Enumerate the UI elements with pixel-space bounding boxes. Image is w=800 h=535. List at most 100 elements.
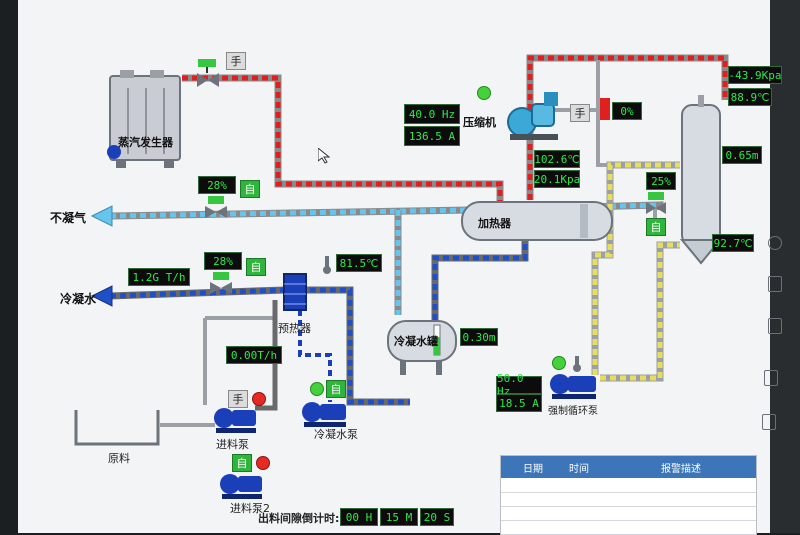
pump-icon: [302, 402, 346, 427]
separator-pressure-display: -43.9Kpa: [728, 66, 782, 84]
feed-valve-open-display: 25%: [646, 172, 676, 190]
condensate-pipe: [90, 240, 529, 411]
compressor-status-lamp: [477, 86, 491, 100]
vent-valve-actuator[interactable]: [600, 98, 610, 120]
circ-pump-current-display: 18.5 A: [496, 394, 542, 412]
steam-valve-mode-manual[interactable]: 手: [226, 52, 246, 70]
feed-pump-mode-manual[interactable]: 手: [228, 390, 248, 408]
countdown-hours: 00 H: [340, 508, 378, 526]
valve-icon: [205, 196, 227, 218]
non-condensable-label: 不凝气: [50, 211, 87, 225]
condensate-water-label: 冷凝水: [60, 292, 97, 306]
valve-icon: [210, 272, 232, 294]
separator-temp-display: 88.9℃: [728, 88, 772, 106]
nav-log-icon[interactable]: [762, 414, 776, 430]
steam-valve[interactable]: [196, 58, 218, 73]
temp-sensor-icon: [572, 356, 582, 372]
feed-flow-display: 0.00T/h: [226, 346, 282, 364]
heater-temp-display: 102.6℃: [534, 150, 580, 168]
table-row[interactable]: [501, 478, 756, 493]
condensate-tank-level-display: 0.30m: [460, 328, 498, 346]
vent-valve-mode-manual[interactable]: 手: [570, 104, 590, 122]
countdown-seconds: 20 S: [420, 508, 454, 526]
vent-valve-open-display: 0%: [612, 102, 642, 120]
heater-vessel[interactable]: [460, 200, 615, 242]
steam-generator-label: 蒸汽发生器: [118, 136, 173, 149]
compressor-freq-display: 40.0 Hz: [404, 104, 460, 124]
feed-valve-mode-auto[interactable]: 自: [646, 218, 666, 236]
condensate-flow-display: 1.2G T/h: [128, 268, 190, 286]
countdown-label: 出料间隙倒计时:: [258, 512, 340, 525]
nav-settings-icon[interactable]: [764, 370, 778, 386]
feed-pump-status-lamp: [252, 392, 266, 406]
alarm-table[interactable]: 日期 时间 报警描述: [500, 455, 757, 535]
preheater-icon: [283, 273, 307, 311]
feed-valve[interactable]: [646, 192, 666, 214]
feed-pump-2-status-lamp: [256, 456, 270, 470]
forced-circ-pump-label: 强制循环泵: [548, 406, 598, 417]
actuator-icon: [198, 59, 216, 73]
circ-pump-status-lamp: [552, 356, 566, 370]
alarm-col-desc: 报警描述: [661, 464, 701, 475]
condensate-tank[interactable]: [386, 315, 458, 377]
feed-pump-2-mode-auto[interactable]: 自: [232, 454, 252, 472]
actuator-icon: [600, 98, 610, 120]
pump-icon: [214, 408, 256, 433]
monitor-bezel: [770, 0, 800, 533]
condensate-valve-mode-auto[interactable]: 自: [246, 258, 266, 276]
vapor-valve[interactable]: [205, 196, 227, 218]
heater-pressure-display: 20.1Kpa: [534, 170, 580, 188]
vapor-valve-mode-auto[interactable]: 自: [240, 180, 260, 198]
preheat-temp-display: 81.5℃: [336, 254, 382, 272]
table-row[interactable]: [501, 506, 756, 521]
raw-material-tank: [72, 408, 162, 448]
nav-report-icon[interactable]: [768, 276, 782, 292]
open-tank-icon: [74, 410, 160, 446]
alarm-table-header: 日期 时间 报警描述: [501, 456, 756, 478]
feed-pump-2-label: 进料泵2: [230, 502, 270, 515]
nav-trend-icon[interactable]: [768, 236, 782, 250]
feed-pump[interactable]: [212, 404, 258, 434]
steam-generator[interactable]: [106, 70, 184, 168]
heater-label: 加热器: [478, 217, 511, 230]
compressor-current-display: 136.5 A: [404, 126, 460, 146]
pump-icon: [220, 474, 262, 499]
pump-icon: [550, 374, 596, 399]
alarm-col-time: 时间: [569, 464, 589, 475]
feed-pump-label: 进料泵: [216, 438, 249, 451]
valve-icon: [197, 73, 219, 87]
alarm-col-date: 日期: [523, 464, 543, 475]
steam-valve-body: [197, 72, 219, 87]
nav-document-icon[interactable]: [768, 318, 782, 334]
forced-circ-pump[interactable]: [548, 370, 598, 400]
compressor[interactable]: [502, 86, 566, 142]
vapor-valve-open-display: 28%: [198, 176, 236, 194]
condensate-pump[interactable]: [300, 398, 348, 428]
preheater[interactable]: [282, 272, 308, 312]
valve-icon: [646, 192, 666, 214]
table-row[interactable]: [501, 492, 756, 507]
countdown-minutes: 15 M: [380, 508, 418, 526]
condensate-pump-label: 冷凝水泵: [314, 428, 358, 441]
steam-generator-icon: [107, 70, 181, 168]
product-temp-display: 92.7℃: [712, 234, 754, 252]
feed-pump-2[interactable]: [218, 470, 264, 500]
condensate-valve[interactable]: [210, 272, 232, 294]
temp-sensor-icon: [322, 256, 332, 274]
separator-level-display: 0.65m: [722, 146, 762, 164]
condensate-valve-open-display: 28%: [204, 252, 242, 270]
compressor-label: 压缩机: [463, 116, 496, 129]
separator-column[interactable]: [678, 95, 724, 270]
circulation-pipe: [591, 161, 680, 382]
condensate-pump-mode-auto[interactable]: 自: [326, 380, 346, 398]
raw-material-label: 原料: [108, 452, 130, 465]
mouse-cursor: [317, 146, 331, 164]
condensate-tank-label: 冷凝水罐: [394, 335, 438, 348]
separator-icon: [679, 95, 723, 265]
heater-icon: [461, 201, 613, 241]
compressor-icon: [507, 92, 558, 140]
condensate-pump-status-lamp: [310, 382, 324, 396]
tank-icon: [387, 320, 457, 375]
circ-pump-freq-display: 50.0 Hz: [496, 372, 542, 398]
